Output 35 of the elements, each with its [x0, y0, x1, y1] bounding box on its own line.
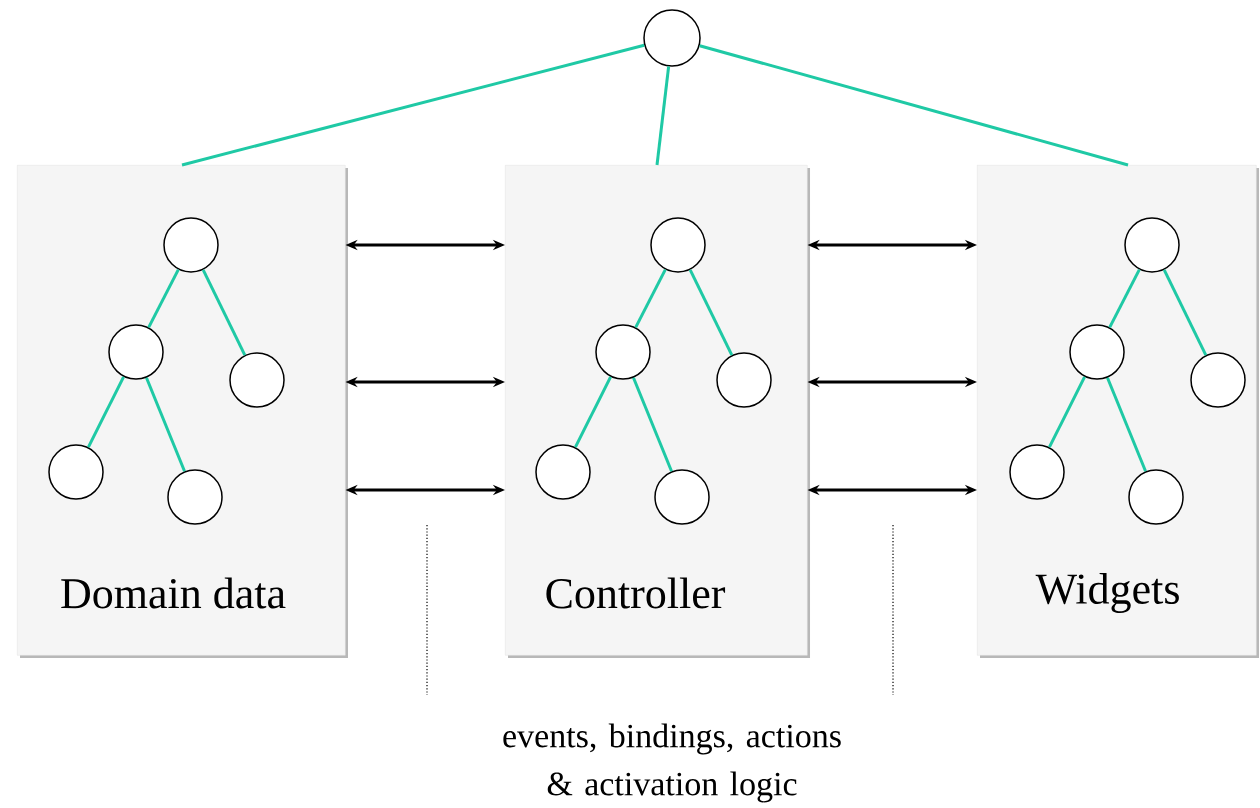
- connector-line: [699, 44, 1129, 167]
- tree-edge: [1106, 377, 1147, 472]
- tree-node-circle: [1124, 217, 1180, 273]
- tree-node-circle: [654, 469, 710, 525]
- tree-edge: [201, 269, 247, 356]
- tree-node-circle: [650, 217, 706, 273]
- tree-edge: [147, 269, 180, 328]
- tree-node-circle: [716, 352, 772, 408]
- tree-edge: [1162, 269, 1208, 356]
- connector-line: [655, 66, 671, 166]
- tree-edge: [87, 376, 125, 448]
- tree-node-circle: [48, 444, 104, 500]
- annotation-text: events, bindings, actions & activation logic: [503, 723, 841, 803]
- tree-node-circle: [1190, 352, 1246, 408]
- tree-node-circle: [229, 352, 285, 408]
- tree-node-circle: [535, 444, 591, 500]
- tree-node-circle: [1069, 324, 1125, 380]
- tree-node-circle: [163, 217, 219, 273]
- tree-edge: [634, 269, 667, 328]
- tree-node-circle: [1009, 444, 1065, 500]
- tree-edge: [1108, 269, 1141, 328]
- connector-line: [181, 43, 645, 167]
- panel: Widgets: [977, 165, 1259, 658]
- tree-edge: [574, 376, 612, 448]
- tree-node-circle: [595, 324, 651, 380]
- tree-node-circle: [643, 9, 701, 67]
- tree-edge: [688, 269, 734, 356]
- tree-edge: [145, 377, 186, 472]
- tree-edge: [1048, 376, 1086, 448]
- tree-edge: [632, 377, 673, 472]
- panel: Domain data: [17, 165, 348, 658]
- tree-node-circle: [167, 469, 223, 525]
- tree-node-circle: [108, 324, 164, 380]
- panel: Controller: [505, 165, 810, 658]
- tree-node-circle: [1128, 469, 1184, 525]
